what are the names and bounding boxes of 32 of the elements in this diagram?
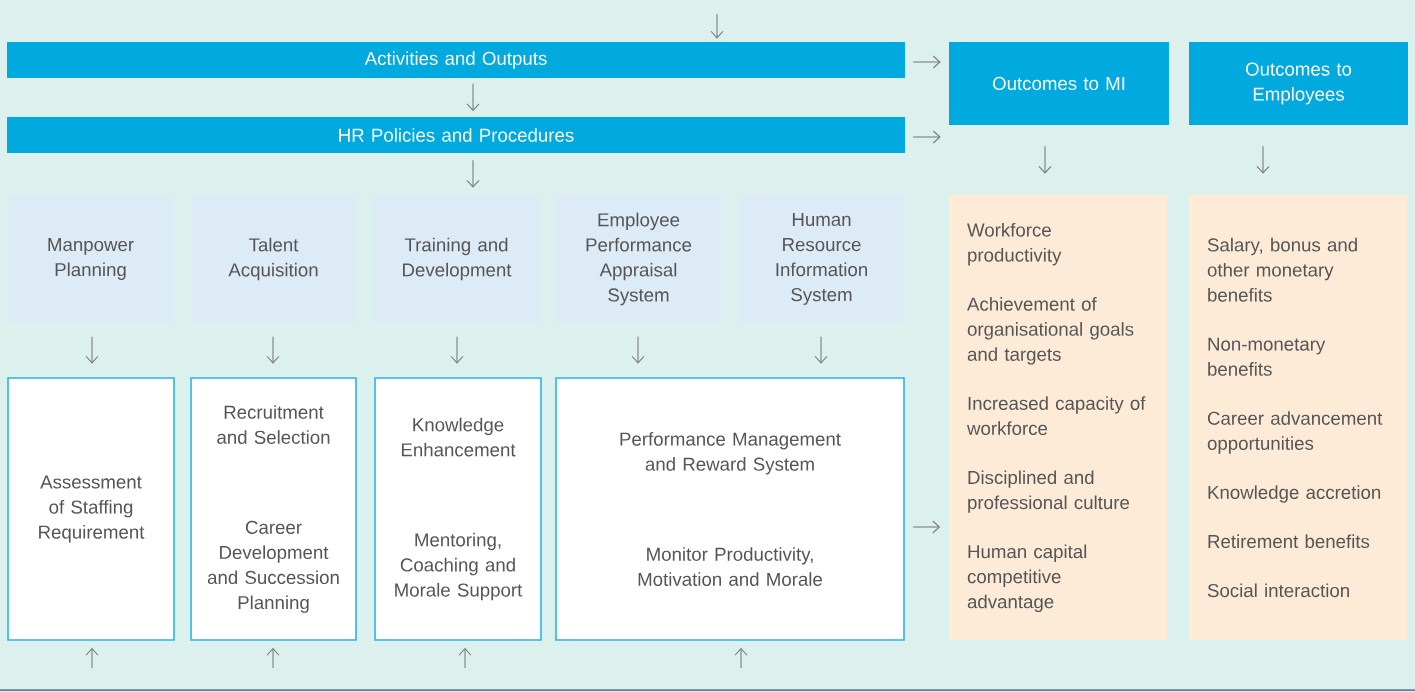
- arrow: [710, 13, 724, 39]
- category-box: Training and Development: [374, 195, 539, 323]
- arrow: [458, 647, 472, 669]
- activity-box: Performance Management and Reward System Monitor Productivity, Motivation and Morale: [555, 377, 905, 641]
- outcome-list-box: Salary, bonus and other monetary benefits Non-monetary benefits Career advancement opportunities Knowledge accretion Retirement benefits Social interaction: [1189, 195, 1407, 640]
- arrow: [466, 159, 480, 188]
- activity-box: Knowledge Enhancement Mentoring, Coaching and Morale Support: [374, 377, 542, 641]
- arrow: [631, 336, 645, 364]
- arrow: [814, 336, 828, 364]
- title-band: Activities and Outputs: [7, 42, 905, 78]
- arrow: [912, 520, 941, 534]
- arrow: [266, 647, 280, 669]
- header-box: Outcomes to Employees: [1189, 42, 1408, 125]
- arrow: [1038, 145, 1052, 174]
- arrow: [1256, 145, 1270, 174]
- arrow: [912, 55, 941, 69]
- arrow: [734, 647, 748, 669]
- activity-box: Assessment of Staffing Requirement: [7, 377, 175, 641]
- header-box: Outcomes to MI: [949, 42, 1169, 125]
- arrow: [466, 83, 480, 112]
- arrow: [85, 647, 99, 669]
- arrow: [266, 336, 280, 364]
- category-box: Human Resource Information System: [739, 195, 904, 323]
- arrow: [85, 336, 99, 364]
- activity-box: Recruitment and Selection Career Development and Succession Planning: [190, 377, 357, 641]
- outcome-list-box: Workforce productivity Achievement of organisational goals and targets Increased capacity of workforce Disciplined and professional culture Human capital competitive advantage: [949, 195, 1167, 640]
- arrow: [912, 130, 941, 144]
- category-box: Manpower Planning: [8, 195, 173, 323]
- arrow: [450, 336, 464, 364]
- title-band: HR Policies and Procedures: [7, 117, 905, 153]
- category-box: Employee Performance Appraisal System: [556, 195, 721, 323]
- category-box: Talent Acquisition: [191, 195, 356, 323]
